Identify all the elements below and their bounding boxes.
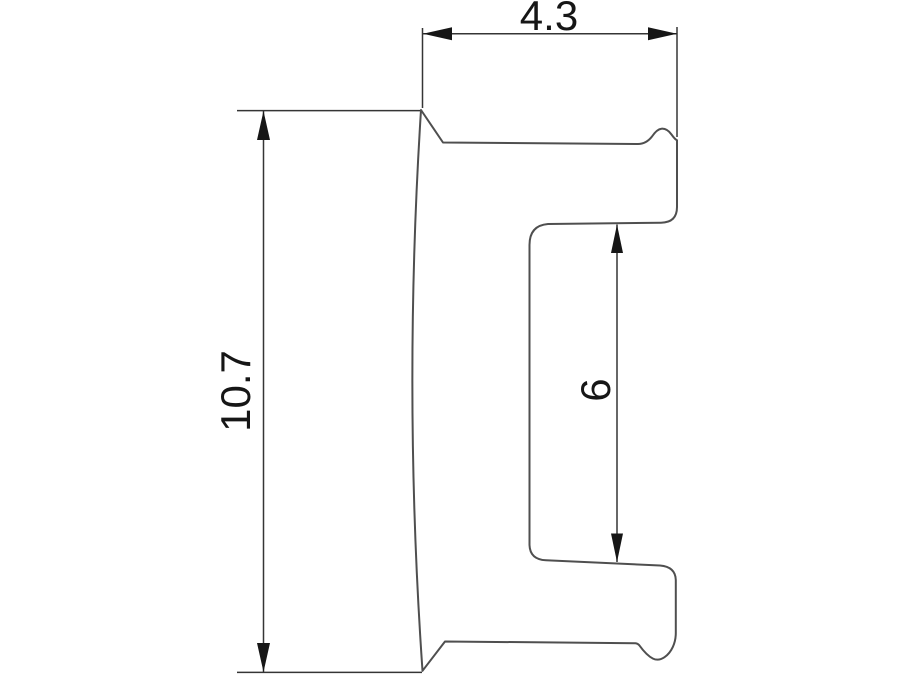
dimension-height-left: 10.7: [212, 109, 422, 674]
arrowhead-left-icon: [423, 27, 452, 41]
profile-outline: [411, 109, 678, 672]
dimension-width-top: 4.3: [421, 0, 678, 137]
arrowhead-down-icon: [257, 643, 270, 672]
dimension-value-width: 4.3: [520, 0, 578, 39]
arrowhead-up-icon: [257, 111, 270, 140]
dimension-pocket-height: 6: [572, 224, 623, 562]
dimension-value-height: 10.7: [212, 350, 259, 432]
arrowhead-down-icon: [611, 533, 623, 562]
dimension-value-pocket: 6: [572, 378, 619, 401]
arrowhead-up-icon: [611, 224, 623, 253]
arrowhead-right-icon: [648, 27, 677, 41]
